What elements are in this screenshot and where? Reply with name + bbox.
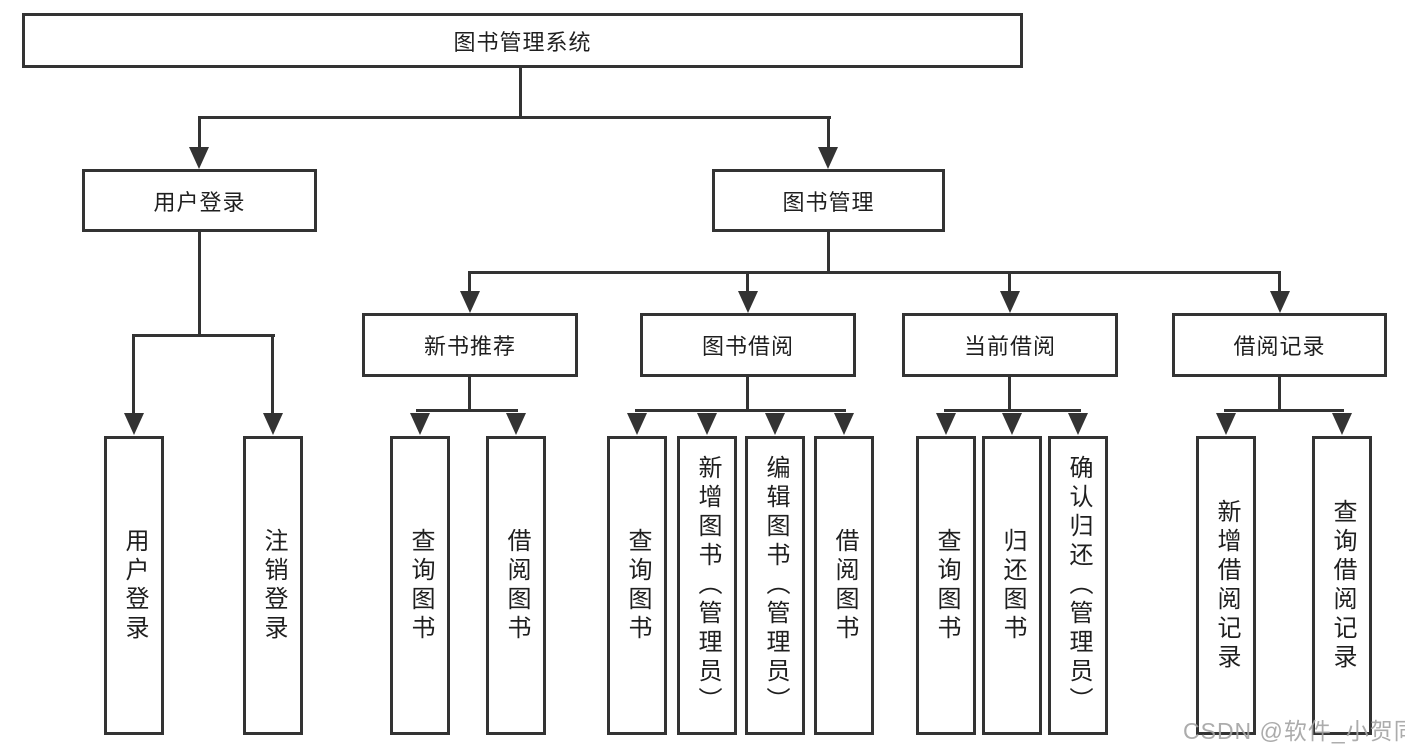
connector-line <box>469 271 1281 274</box>
down-arrowhead <box>1270 291 1290 313</box>
connector-line <box>1224 409 1344 412</box>
down-arrowhead <box>1332 413 1352 435</box>
connector-line <box>468 271 471 293</box>
node-book-management: 图书管理 <box>712 169 945 232</box>
leaf-borrow-books-recommend: 借阅图书 <box>486 436 546 735</box>
down-arrowhead <box>1216 413 1236 435</box>
leaf-query-books-current: 查询图书 <box>916 436 976 735</box>
connector-line <box>944 409 1081 412</box>
leaf-return-book: 归还图书 <box>982 436 1042 735</box>
leaf-edit-book-admin: 编辑图书（管理员） <box>745 436 805 735</box>
leaf-query-borrow-record: 查询借阅记录 <box>1312 436 1372 735</box>
leaf-query-books-recommend: 查询图书 <box>390 436 450 735</box>
connector-line <box>271 334 274 413</box>
connector-line <box>746 271 749 293</box>
leaf-user-login: 用户登录 <box>104 436 164 735</box>
connector-line <box>827 116 830 149</box>
down-arrowhead <box>1002 413 1022 435</box>
down-arrowhead <box>765 413 785 435</box>
down-arrowhead <box>1000 291 1020 313</box>
connector-line <box>519 68 522 117</box>
node-user-login: 用户登录 <box>82 169 317 232</box>
connector-line <box>746 377 749 410</box>
down-arrowhead <box>697 413 717 435</box>
connector-line <box>468 377 471 410</box>
connector-line <box>198 116 831 119</box>
down-arrowhead <box>263 413 283 435</box>
down-arrowhead <box>834 413 854 435</box>
connector-line <box>635 409 846 412</box>
down-arrowhead <box>410 413 430 435</box>
connector-line <box>1008 377 1011 410</box>
leaf-borrow-books: 借阅图书 <box>814 436 874 735</box>
connector-line <box>416 409 518 412</box>
node-borrow-records: 借阅记录 <box>1172 313 1387 377</box>
watermark: CSDN @软件_小贺同学 <box>1183 718 1405 744</box>
leaf-add-book-admin: 新增图书（管理员） <box>677 436 737 735</box>
leaf-confirm-return-admin: 确认归还（管理员） <box>1048 436 1108 735</box>
node-book-borrow: 图书借阅 <box>640 313 856 377</box>
down-arrowhead <box>506 413 526 435</box>
leaf-query-books-borrow: 查询图书 <box>607 436 667 735</box>
down-arrowhead <box>818 147 838 169</box>
down-arrowhead <box>189 147 209 169</box>
connector-line <box>198 232 201 336</box>
down-arrowhead <box>738 291 758 313</box>
node-current-borrow: 当前借阅 <box>902 313 1118 377</box>
node-root-system: 图书管理系统 <box>22 13 1023 68</box>
connector-line <box>198 116 201 149</box>
down-arrowhead <box>460 291 480 313</box>
leaf-logout: 注销登录 <box>243 436 303 735</box>
connector-line <box>1278 271 1281 293</box>
down-arrowhead <box>936 413 956 435</box>
node-new-book-recommend: 新书推荐 <box>362 313 578 377</box>
connector-line <box>133 334 275 337</box>
down-arrowhead <box>1068 413 1088 435</box>
connector-line <box>1278 377 1281 410</box>
connector-line <box>132 334 135 413</box>
leaf-add-borrow-record: 新增借阅记录 <box>1196 436 1256 735</box>
down-arrowhead <box>124 413 144 435</box>
connector-line <box>1008 271 1011 293</box>
down-arrowhead <box>627 413 647 435</box>
connector-line <box>827 232 830 273</box>
